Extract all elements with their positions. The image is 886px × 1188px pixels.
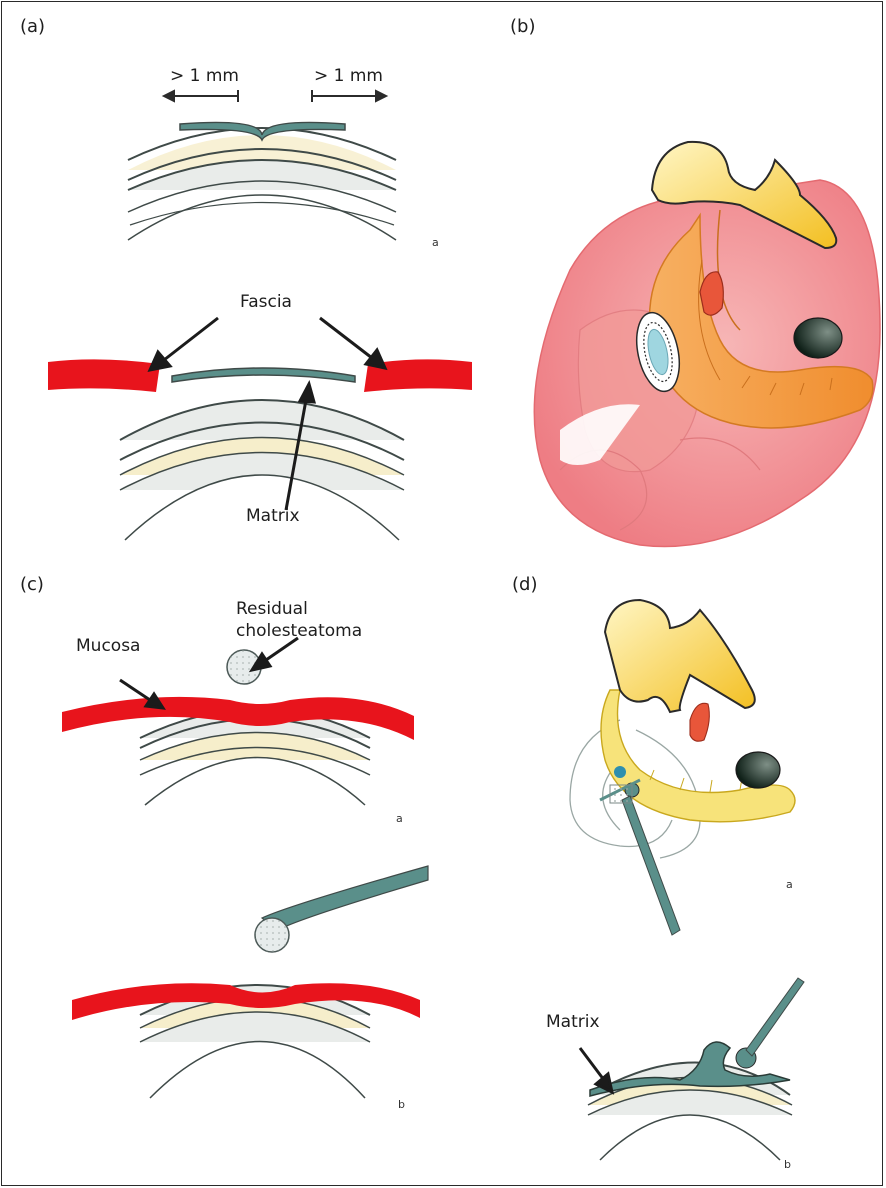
panel-c-sublabel-a: a [396, 812, 403, 825]
dimension-arrows [164, 90, 386, 102]
graft-lower [172, 368, 355, 382]
malleus-d [605, 600, 755, 712]
panel-b-label: (b) [510, 16, 535, 37]
panel-a-drawing [48, 90, 472, 540]
round-window [794, 318, 842, 358]
panel-b-drawing [534, 142, 880, 547]
panel-a-label: (a) [20, 16, 45, 37]
instrument [262, 866, 428, 930]
matrix-label-d: Matrix [546, 1012, 600, 1032]
ear-layers-upper [128, 128, 396, 240]
residual-cholesteatoma-label: Residual cholesteatoma [236, 598, 362, 642]
graft-top [180, 122, 345, 140]
matrix-label-a: Matrix [246, 506, 300, 526]
dimension-right-label: > 1 mm [314, 66, 383, 86]
fascia-left [48, 359, 160, 392]
panel-d-drawing [570, 600, 804, 1160]
panel-c-sublabel-b: b [398, 1098, 405, 1111]
panel-d-label: (d) [512, 574, 537, 595]
panel-c-label: (c) [20, 574, 44, 595]
panel-d-sublabel-b: b [784, 1158, 791, 1171]
panel-a-sublabel: a [432, 236, 439, 249]
panel-c-drawing [62, 638, 428, 1098]
dimension-left-label: > 1 mm [170, 66, 239, 86]
fascia-label: Fascia [240, 292, 292, 312]
instrument-d [622, 796, 680, 935]
round-window-d [736, 752, 780, 788]
panel-d-sublabel-a: a [786, 878, 793, 891]
mucosa-label: Mucosa [76, 636, 140, 656]
